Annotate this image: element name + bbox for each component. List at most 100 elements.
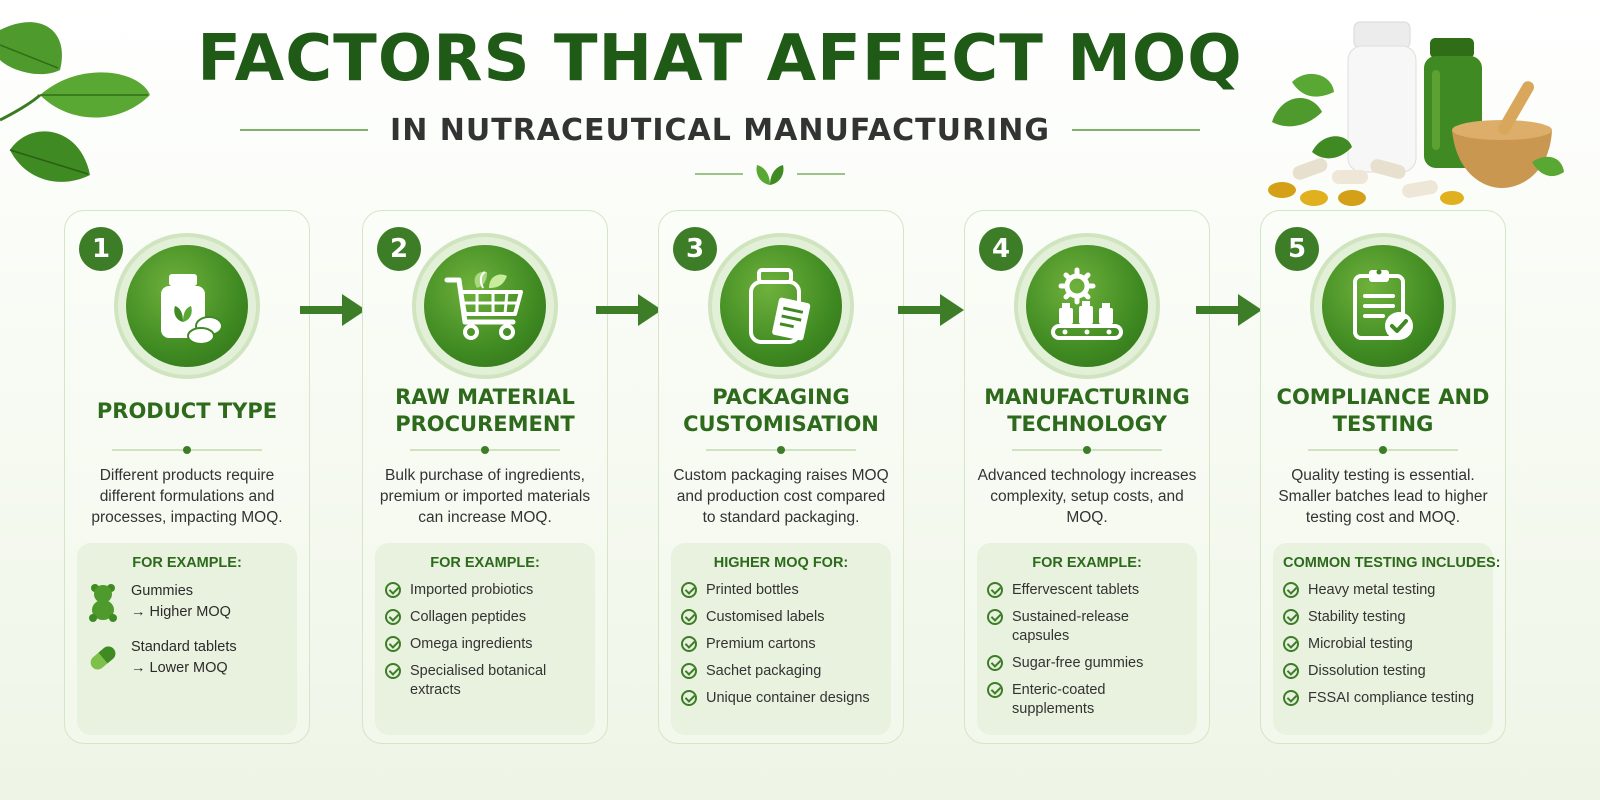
list-item-label: Premium cartons [706,636,816,652]
list-item-label: Dissolution testing [1308,663,1426,679]
divider [695,173,743,175]
step-card-1: 1 PRODUCT TYPE Different products requir… [64,210,310,744]
page-subtitle: IN NUTRACEUTICAL MANUFACTURING [390,112,1050,148]
divider [706,446,856,454]
arrow-right-icon [898,294,964,326]
check-circle-icon [681,690,697,706]
gummy-bear-icon [89,584,117,622]
arrow-right-icon [1196,294,1262,326]
example-box: COMMON TESTING INCLUDES: Heavy metal tes… [1273,543,1501,735]
step-card-4: 4 [964,210,1210,744]
list-item-label: Specialised botanical extracts [410,663,547,698]
divider [1308,446,1458,454]
list-item: FSSAI compliance testing [1283,689,1483,708]
arrow-right-icon [596,294,662,326]
example-box: FOR EXAMPLE: Imported probiotics Collage… [375,543,595,735]
example-name: Gummies [131,583,194,599]
step-title: MANUFACTURING TECHNOLOGY [984,385,1190,436]
list-item-label: Sustained-release capsules [1012,609,1129,644]
check-circle-icon [987,655,1003,671]
list-item: Heavy metal testing [1283,581,1483,600]
capsule-icon [90,646,116,670]
list-item: Unique container designs [681,689,881,708]
check-circle-icon [1283,609,1299,625]
list-item-label: Omega ingredients [410,636,533,652]
example-heading: FOR EXAMPLE: [430,555,540,571]
check-circle-icon [1283,582,1299,598]
icon-ring [114,233,260,379]
check-circle-icon [385,609,401,625]
example-result: → Lower MOQ [131,660,228,676]
list-item-label: Collagen peptides [410,609,527,625]
check-circle-icon [987,582,1003,598]
list-item-label: Customised labels [706,609,825,625]
page-title: FACTORS THAT AFFECT MOQ [197,22,1243,96]
step-description: Different products require different for… [91,467,283,526]
list-item-label: Imported probiotics [410,582,534,598]
step-description: Advanced technology increases complexity… [977,467,1197,526]
step-card-5: 5 COMPLIANCE AND TESTING Quality testing… [1260,210,1506,744]
list-item: Specialised botanical extracts [385,662,585,700]
list-item-label: Microbial testing [1308,636,1413,652]
divider [797,173,845,175]
example-heading: HIGHER MOQ FOR: [713,555,849,571]
step-card-3: 3 PACKAGING CUSTOMISATION Custom packagi… [658,210,904,744]
step-number: 1 [79,227,123,271]
check-circle-icon [681,636,697,652]
factory-conveyor-icon [1051,267,1123,340]
clipboard-check-icon [1353,269,1413,340]
list-item: Gummies → Higher MOQ [87,581,287,623]
check-circle-icon [681,582,697,598]
step-description: Custom packaging raises MOQ and producti… [673,467,889,526]
check-circle-icon [1283,663,1299,679]
list-item: Stability testing [1283,608,1483,627]
check-circle-icon [681,663,697,679]
check-circle-icon [385,663,401,679]
list-item: Microbial testing [1283,635,1483,654]
example-result: → Higher MOQ [131,604,231,620]
step-description: Quality testing is essential. Smaller ba… [1278,467,1488,526]
example-box: FOR EXAMPLE: Effervescent tablets Sustai… [977,543,1197,735]
list-item-label: Printed bottles [706,582,799,598]
subtitle-row: IN NUTRACEUTICAL MANUFACTURING [240,110,1200,150]
icon-ring [1014,233,1160,379]
icon-ring [708,233,854,379]
list-item: Dissolution testing [1283,662,1483,681]
divider [112,446,262,454]
icon-ring [1310,233,1456,379]
list-item: Enteric-coated supplements [987,681,1187,719]
check-circle-icon [385,582,401,598]
supplement-bottle-icon [161,274,223,345]
list-item: Imported probiotics [385,581,585,600]
list-item: Customised labels [681,608,881,627]
check-circle-icon [987,682,1003,698]
divider [240,129,369,131]
check-circle-icon [385,636,401,652]
list-item-label: Enteric-coated supplements [1012,682,1106,717]
leaf-sprig-icon [756,165,784,185]
list-item-label: Effervescent tablets [1012,582,1140,598]
example-box: HIGHER MOQ FOR: Printed bottles Customis… [671,543,891,735]
example-box: FOR EXAMPLE: Gummies → Higher MOQ [77,543,297,735]
example-heading: FOR EXAMPLE: [132,555,242,571]
sprig-divider [680,158,860,190]
list-item: Omega ingredients [385,635,585,654]
supplements-decoration-icon [1268,21,1564,206]
list-item-label: Sachet packaging [706,663,822,679]
step-title: RAW MATERIAL PROCUREMENT [395,385,575,436]
check-circle-icon [1283,636,1299,652]
list-item: Printed bottles [681,581,881,600]
list-item-label: Stability testing [1308,609,1406,625]
check-circle-icon [987,609,1003,625]
icon-ring [412,233,558,379]
list-item: Sachet packaging [681,662,881,681]
arrow-right-icon [300,294,366,326]
example-name: Standard tablets [131,639,237,655]
list-item-label: FSSAI compliance testing [1308,690,1475,706]
check-circle-icon [1283,690,1299,706]
step-number: 2 [377,227,421,271]
step-card-2: 2 RAW MATERIAL PROCUREMENT Bulk purchase… [362,210,608,744]
step-title: PACKAGING CUSTOMISATION [683,385,879,436]
example-heading: FOR EXAMPLE: [1032,555,1142,571]
